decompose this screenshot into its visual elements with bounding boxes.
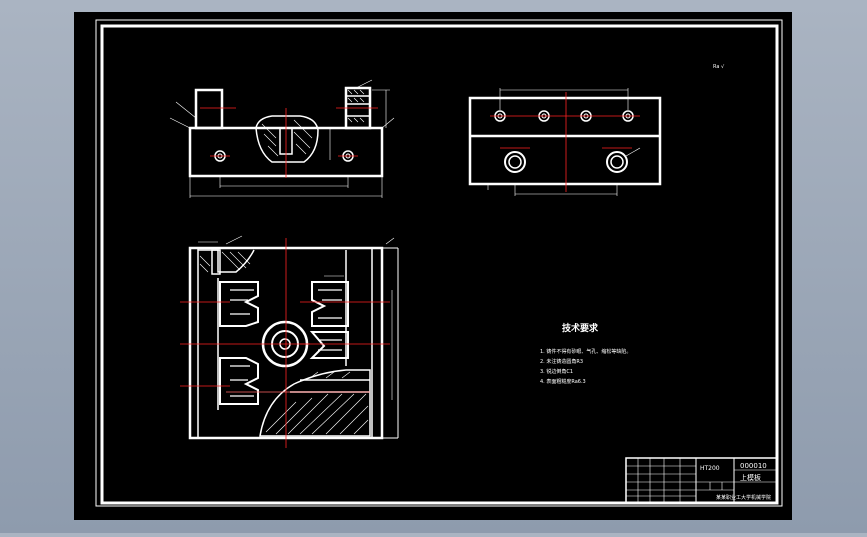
front-center-lines — [200, 107, 378, 178]
title-block-drawing-number: 000010 — [740, 462, 767, 470]
side-view — [468, 88, 662, 196]
plan-section-cut — [259, 369, 371, 437]
tech-requirement-item: 3. 锐边倒角C1 — [540, 368, 573, 375]
front-section-cut — [255, 115, 319, 163]
title-block-material: HT200 — [700, 465, 720, 472]
title-block-school: 某某职业工大学机械学院 — [716, 494, 771, 501]
plan-center-lines — [180, 238, 390, 448]
roughness-mark: Ra √ — [713, 64, 725, 70]
front-left-ear — [194, 88, 224, 130]
tech-requirement-item: 4. 表面粗糙度Ra6.3 — [540, 378, 586, 385]
side-center-lines — [490, 92, 640, 192]
outer-border — [95, 19, 783, 507]
tech-requirements: 技术要求 1. 铸件不得有砂眼、气孔、缩松等缺陷。 2. 未注铸造圆角R3 3.… — [540, 322, 631, 385]
inner-border — [100, 24, 779, 505]
title-block-part-name: 上模板 — [740, 473, 761, 482]
title-block — [625, 457, 778, 504]
tech-requirement-item: 1. 铸件不得有砂眼、气孔、缩松等缺陷。 — [540, 348, 631, 355]
drawing-background — [74, 12, 792, 520]
side-body — [468, 96, 662, 186]
tech-requirements-title: 技术要求 — [562, 322, 599, 334]
tech-requirement-item: 2. 未注铸造圆角R3 — [540, 358, 583, 365]
